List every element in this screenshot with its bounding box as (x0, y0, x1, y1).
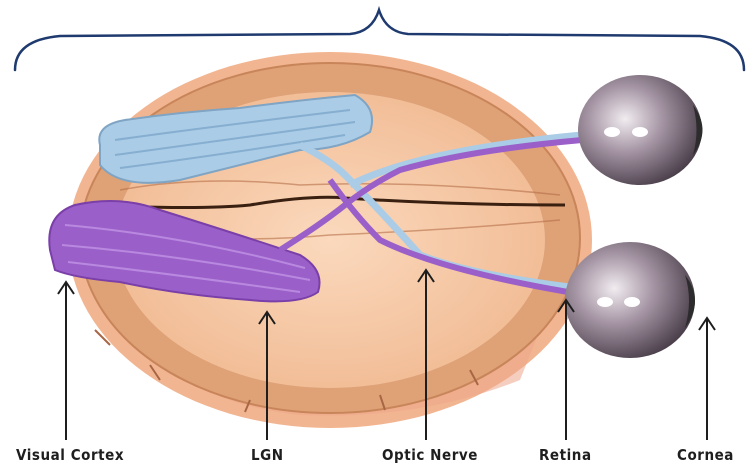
cornea-arrow (699, 318, 715, 440)
visual-cortex-arrow (58, 282, 74, 440)
optic-nerve-label: Optic Nerve (382, 446, 478, 464)
retina-label: Retina (539, 446, 592, 464)
lower-eye (565, 242, 695, 358)
visual-cortex-label: Visual Cortex (16, 446, 124, 464)
lgn-label: LGN (251, 446, 284, 464)
upper-eye (578, 75, 703, 185)
cornea-label: Cornea (677, 446, 734, 464)
